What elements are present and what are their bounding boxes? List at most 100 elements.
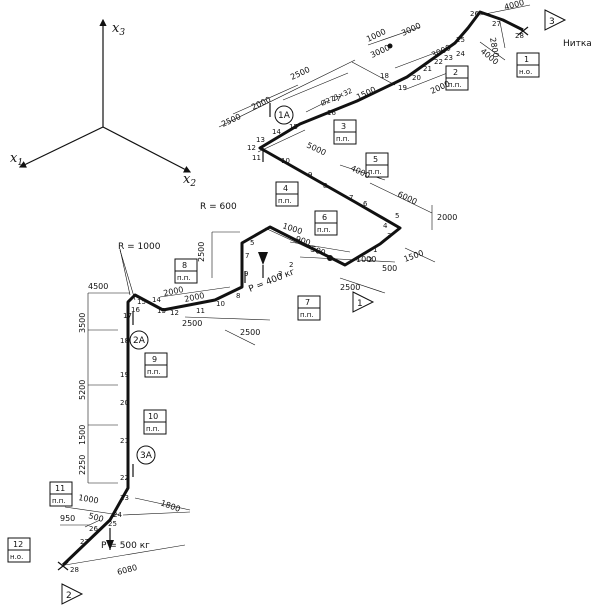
svg-text:1: 1 — [357, 299, 363, 309]
svg-text:2000: 2000 — [429, 79, 451, 96]
support-box-8: 8 п.п. — [174, 258, 198, 284]
svg-text:10: 10 — [216, 300, 225, 308]
svg-text:25: 25 — [108, 520, 117, 528]
svg-text:8: 8 — [236, 292, 240, 300]
support-box-12: 12 н.о. — [7, 537, 31, 563]
svg-text:19: 19 — [120, 371, 129, 379]
support-box-6: 6 п.п. — [314, 210, 338, 236]
svg-text:9: 9 — [152, 355, 157, 364]
svg-text:5: 5 — [250, 239, 254, 247]
svg-text:1500: 1500 — [355, 85, 377, 102]
support-box-7: 7 п.п. — [297, 295, 321, 321]
svg-text:6: 6 — [363, 200, 368, 208]
axis-x1-line — [18, 126, 104, 168]
svg-text:22: 22 — [120, 474, 129, 482]
svg-text:п.п.: п.п. — [146, 425, 160, 433]
svg-text:5200: 5200 — [78, 380, 87, 400]
svg-text:7: 7 — [349, 194, 353, 202]
circle-label-2a: 2А — [129, 330, 149, 350]
svg-text:1000: 1000 — [356, 255, 376, 264]
svg-text:4: 4 — [383, 222, 388, 230]
support-box-5: 5 п.п. — [365, 152, 389, 178]
svg-text:н.о.: н.о. — [519, 68, 532, 76]
svg-text:2500: 2500 — [240, 328, 260, 337]
svg-text:28: 28 — [70, 566, 79, 574]
svg-text:16: 16 — [131, 306, 140, 314]
svg-text:8: 8 — [323, 182, 327, 190]
circle-label-3a: 3А — [136, 445, 156, 465]
svg-text:1500: 1500 — [403, 248, 425, 263]
support-box-10: 10 п.п. — [143, 409, 167, 435]
svg-text:2500: 2500 — [289, 65, 311, 82]
svg-text:3500: 3500 — [78, 313, 87, 333]
svg-text:18: 18 — [380, 72, 389, 80]
svg-text:п.п.: п.п. — [177, 274, 191, 282]
svg-text:20: 20 — [120, 399, 129, 407]
svg-text:15: 15 — [137, 298, 146, 306]
svg-text:25: 25 — [456, 36, 465, 44]
svg-text:22: 22 — [434, 58, 443, 66]
svg-text:2250: 2250 — [78, 455, 87, 475]
svg-text:1500: 1500 — [78, 425, 87, 445]
svg-text:1А: 1А — [278, 111, 291, 121]
svg-text:2: 2 — [368, 256, 372, 264]
support-box-11: 11 п.п. — [49, 481, 73, 507]
svg-text:п.п.: п.п. — [278, 197, 292, 205]
svg-text:п.п.: п.п. — [448, 81, 462, 89]
svg-text:500: 500 — [309, 244, 326, 257]
pipeline — [61, 10, 524, 567]
svg-text:900: 900 — [294, 234, 311, 247]
svg-text:7: 7 — [305, 298, 310, 307]
svg-text:17: 17 — [123, 312, 132, 320]
svg-text:1000: 1000 — [365, 27, 387, 44]
svg-text:п.п.: п.п. — [52, 497, 66, 505]
svg-text:4: 4 — [283, 184, 288, 193]
coordinate-axes — [18, 18, 192, 173]
circle-label-1a: 1А — [274, 105, 294, 125]
svg-text:11: 11 — [196, 307, 205, 315]
svg-text:10: 10 — [148, 412, 158, 421]
svg-text:2800: 2800 — [488, 37, 500, 59]
svg-text:1800: 1800 — [159, 498, 181, 513]
support-box-4: 4 п.п. — [275, 181, 299, 207]
axis-x1-label: x1 — [10, 151, 23, 168]
svg-text:24: 24 — [456, 50, 465, 58]
svg-text:26: 26 — [89, 525, 98, 533]
svg-text:п.п.: п.п. — [147, 368, 161, 376]
svg-text:18: 18 — [120, 337, 129, 345]
svg-text:14: 14 — [152, 296, 161, 304]
svg-text:2500: 2500 — [197, 242, 206, 262]
svg-text:16: 16 — [327, 109, 336, 117]
svg-text:3000: 3000 — [369, 43, 391, 60]
svg-text:9: 9 — [244, 270, 248, 278]
support-box-1: 1 н.о. — [516, 52, 540, 78]
pipeline-features — [106, 43, 393, 550]
svg-text:2: 2 — [66, 591, 72, 601]
support-marks — [57, 26, 529, 571]
axis-x2-label: x2 — [183, 172, 196, 189]
svg-text:2500: 2500 — [220, 112, 242, 129]
svg-text:24: 24 — [113, 511, 122, 519]
nitka-label: Нитка — [563, 39, 592, 49]
svg-text:27: 27 — [80, 538, 89, 546]
load-400-label: P = 400 кг — [247, 267, 296, 295]
svg-text:1: 1 — [373, 246, 377, 254]
svg-text:12: 12 — [247, 144, 256, 152]
svg-text:2: 2 — [289, 261, 293, 269]
support-box-9: 9 п.п. — [144, 352, 168, 378]
node-numbers-lower: 9 5 7 3 2 8 10 11 12 13 14 15 16 17 18 1… — [70, 239, 293, 574]
svg-text:14: 14 — [272, 128, 281, 136]
svg-text:п.п.: п.п. — [300, 311, 314, 319]
svg-text:3: 3 — [341, 122, 346, 131]
node-numbers: 1 2 3 4 5 6 7 8 9 10 11 12 13 14 15 16 1… — [247, 10, 524, 264]
svg-text:2000: 2000 — [250, 95, 272, 112]
svg-text:9: 9 — [308, 171, 312, 179]
svg-text:26: 26 — [470, 10, 479, 18]
svg-text:2000: 2000 — [184, 291, 206, 304]
radius-600-label: R = 600 — [200, 202, 237, 212]
triangle-label-2: 2 — [61, 583, 84, 605]
svg-text:3: 3 — [387, 232, 391, 240]
svg-text:13: 13 — [256, 136, 265, 144]
